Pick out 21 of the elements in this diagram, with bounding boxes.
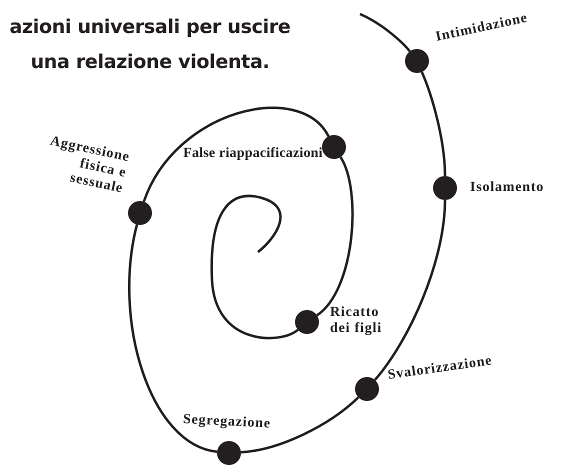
spiral-line <box>128 224 218 453</box>
dot-marker <box>355 377 379 401</box>
spiral-line <box>210 194 299 340</box>
dot-marker <box>217 441 241 465</box>
dot-marker <box>405 49 429 73</box>
stage-label: False riappacificazioni <box>182 146 324 162</box>
stage-label: Segregazione <box>182 412 272 433</box>
dot-marker <box>128 201 152 225</box>
spiral-line <box>316 156 354 316</box>
dot-marker <box>322 135 346 159</box>
spiral-line <box>240 396 360 454</box>
stage-label: Isolamento <box>470 180 544 196</box>
spiral-line <box>359 12 411 52</box>
spiral-line <box>142 106 330 202</box>
spiral-line <box>420 72 446 176</box>
spiral-line <box>374 200 446 381</box>
title: azioni universali per uscire una relazione violenta. <box>8 15 292 75</box>
dot-marker <box>433 176 457 200</box>
stage-label: Ricatto dei figli <box>330 305 383 337</box>
stage-label: Svalorizzazione <box>386 353 494 384</box>
dot-marker <box>295 310 319 334</box>
